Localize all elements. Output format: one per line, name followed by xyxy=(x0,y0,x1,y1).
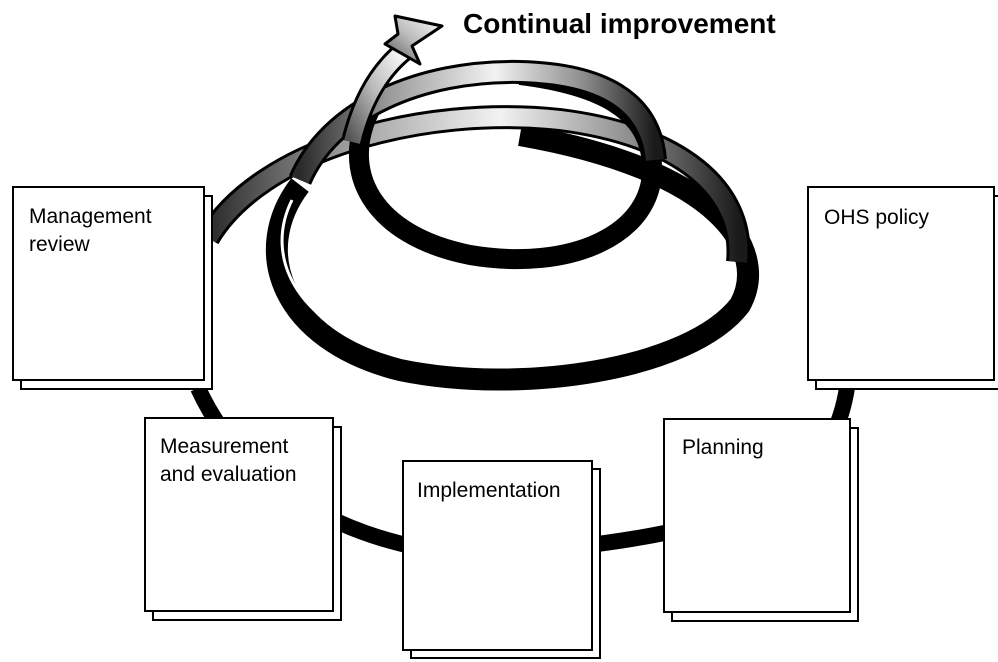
spiral-lower-loop xyxy=(266,124,759,391)
step-box-ohs-policy: OHS policy xyxy=(807,186,998,390)
diagram-title: Continual improvement xyxy=(463,8,776,39)
step-label-line: Measurement xyxy=(160,435,289,458)
step-label-line: Management xyxy=(29,205,152,228)
step-label-line: review xyxy=(29,233,91,256)
box-face xyxy=(144,417,334,612)
box-face xyxy=(402,460,593,651)
up-arrow-icon xyxy=(383,14,444,66)
spiral-ribbon-upper-fill xyxy=(291,62,664,184)
step-label-line: Implementation xyxy=(417,479,561,502)
spiral-ribbon-outer-fill xyxy=(200,108,748,263)
step-box-management-review: Management review xyxy=(12,186,213,390)
box-face xyxy=(807,186,995,381)
arrow-shaft-fill xyxy=(344,43,411,144)
box-face xyxy=(663,418,851,613)
step-label-line: and evaluation xyxy=(160,463,297,486)
step-box-measurement-evaluation: Measurement and evaluation xyxy=(144,417,342,621)
step-label-line: Planning xyxy=(682,436,764,459)
step-box-implementation: Implementation xyxy=(402,460,601,659)
step-box-planning: Planning xyxy=(663,418,859,622)
step-label-line: OHS policy xyxy=(824,206,930,229)
spiral-lower-loop-edge xyxy=(280,199,730,366)
box-face xyxy=(12,186,205,381)
